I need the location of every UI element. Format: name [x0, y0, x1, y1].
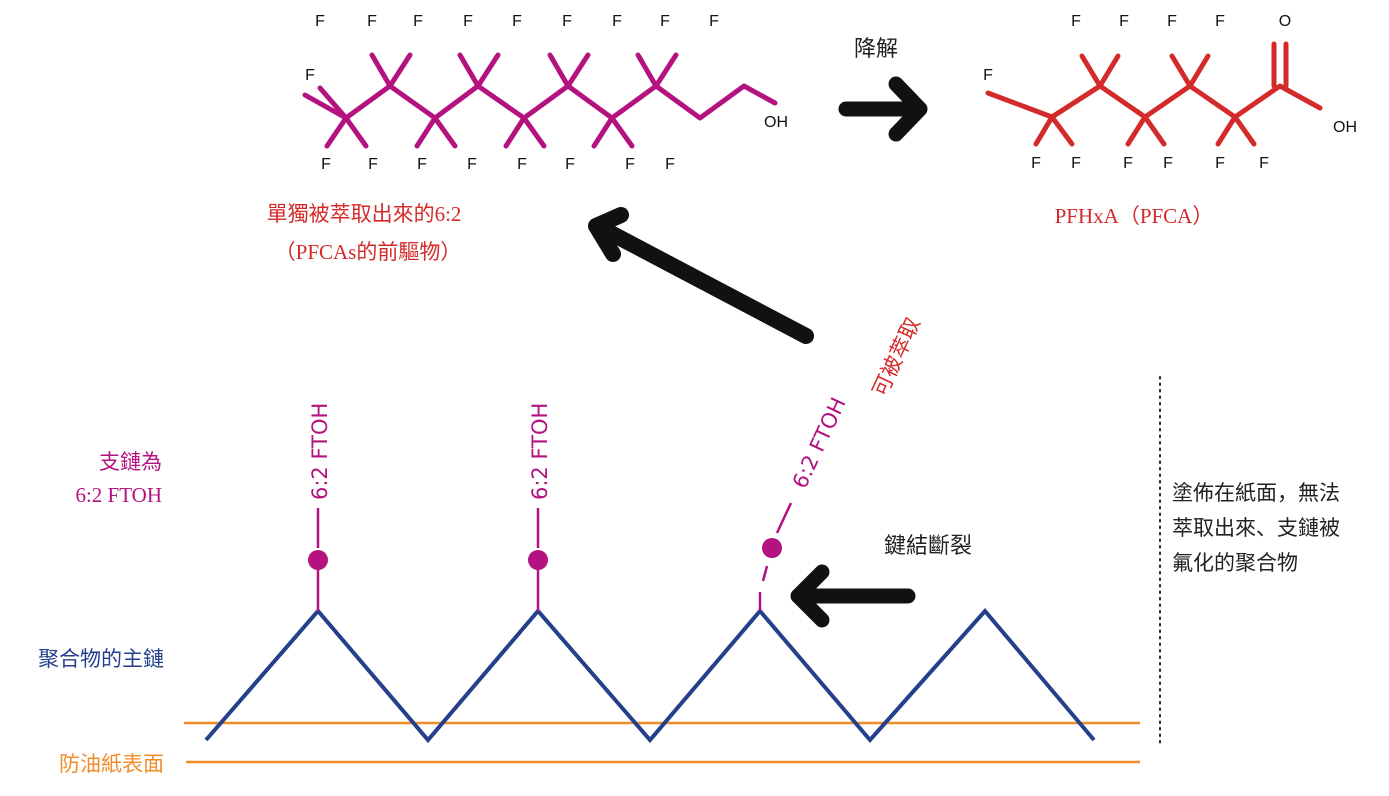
side-chain-caption-line1: 支鏈為 — [99, 450, 162, 474]
atom-f-label: F — [1031, 155, 1041, 172]
ftoh-bond-f — [369, 52, 393, 89]
atom-f-label: F — [1167, 13, 1177, 30]
degrade-label: 降解 — [854, 37, 898, 62]
pfhxa-bond-f — [1232, 114, 1257, 147]
pfhxa-bond-f — [1033, 114, 1055, 147]
atom-f-label: F — [413, 13, 423, 30]
ftoh-bond-f — [521, 115, 547, 149]
atom-f-label: F — [367, 13, 377, 30]
atom-oh-label: OH — [1333, 119, 1357, 136]
pfhxa-bond-f — [1125, 114, 1148, 147]
atom-f-label: F — [417, 156, 427, 173]
ftoh-molecule — [302, 52, 778, 149]
ftoh-bond-f — [324, 115, 349, 149]
ftoh-bond-f — [547, 52, 571, 89]
atom-f-label: F — [1123, 155, 1133, 172]
precursor-caption-line1: 單獨被萃取出來的6:2 — [267, 202, 462, 226]
atom-f-label: F — [512, 13, 522, 30]
atom-f-label: F — [1071, 155, 1081, 172]
ftoh-backbone-bond — [302, 83, 778, 121]
coated-caption-line3: 氟化的聚合物 — [1172, 551, 1298, 575]
degrade-arrow — [838, 76, 928, 142]
pfhxa-bond-f — [1142, 114, 1167, 147]
atom-f-label: F — [1163, 155, 1173, 172]
precursor-caption-line2: （PFCAs的前驅物） — [275, 240, 462, 264]
polymer-backbone — [204, 607, 1096, 744]
atom-f-label: F — [1119, 13, 1129, 30]
atom-f-label: F — [517, 156, 527, 173]
backbone-label: 聚合物的主鏈 — [38, 647, 164, 671]
bond-break-arrow — [790, 564, 916, 628]
atom-f-label: F — [665, 156, 675, 173]
side-chain-node — [528, 550, 548, 570]
bond-break-label: 鍵結斷裂 — [884, 534, 972, 559]
atom-f-label: F — [625, 156, 635, 173]
ftoh-bond-f — [565, 52, 591, 89]
atom-f-label: F — [321, 156, 331, 173]
atom-f-label: F — [1071, 13, 1081, 30]
ftoh-bond-f — [387, 52, 413, 89]
ftoh-side-chain-label: 6:2 FTOH — [788, 394, 851, 492]
atom-f-label: F — [315, 13, 325, 30]
atom-f-label: F — [983, 67, 993, 84]
coated-caption-line1: 塗佈在紙面，無法 — [1172, 481, 1340, 505]
pfhxa-molecule — [985, 41, 1323, 147]
atom-oh-label: OH — [764, 114, 788, 131]
ftoh-bond-f — [457, 52, 481, 89]
atom-f-label: F — [1215, 13, 1225, 30]
atom-o-label: O — [1279, 13, 1291, 30]
side-chain-caption-line2: 6:2 FTOH — [75, 483, 162, 507]
pfhxa-bond-f — [1215, 114, 1238, 147]
atom-f-label: F — [1215, 155, 1225, 172]
ftoh-bond-f — [635, 52, 659, 89]
paper-surface-label: 防油紙表面 — [59, 752, 164, 776]
ftoh-bond-f — [503, 115, 527, 149]
side-chain-node — [308, 550, 328, 570]
pfhxa-bond-f — [1187, 53, 1211, 89]
pfhxa-label: PFHxA（PFCA） — [1055, 204, 1214, 228]
extraction-arrow — [588, 207, 814, 344]
pfhxa-atom-labels: F F F F O F F F F F F F OH — [983, 13, 1357, 172]
atom-f-label: F — [709, 13, 719, 30]
atom-f-label: F — [1259, 155, 1269, 172]
ftoh-bond-f — [343, 115, 369, 149]
atom-f-label: F — [305, 67, 315, 84]
pfhxa-backbone-bond — [985, 83, 1323, 120]
atom-f-label: F — [612, 13, 622, 30]
ftoh-bond-f — [609, 115, 635, 149]
atom-f-label: F — [565, 156, 575, 173]
ftoh-bond-f — [475, 52, 501, 89]
atom-f-label: F — [562, 13, 572, 30]
ftoh-bond-f — [414, 115, 438, 149]
ftoh-bond-f — [432, 115, 458, 149]
atom-f-label: F — [368, 156, 378, 173]
atom-f-label: F — [467, 156, 477, 173]
atom-f-label: F — [463, 13, 473, 30]
side-chain-node — [762, 538, 782, 558]
ftoh-bond-f — [653, 52, 679, 89]
atom-f-label: F — [660, 13, 670, 30]
ftoh-atom-labels: F F F F F F F F F F F F F F F F F F OH — [305, 13, 788, 173]
pfhxa-bond-f — [1097, 53, 1121, 89]
ftoh-side-chain-label: 6:2 FTOH — [308, 403, 332, 500]
ftoh-bond-f — [591, 115, 615, 149]
broken-side-chain — [758, 502, 793, 611]
pfhxa-bond-f — [1079, 53, 1103, 89]
pfhxa-bond-f — [1169, 53, 1193, 89]
ftoh-bond-f — [317, 85, 349, 121]
pfhxa-bond-f — [1049, 114, 1075, 147]
extractable-label: 可被萃取 — [868, 314, 925, 400]
coated-caption-line2: 萃取出來、支鏈被 — [1172, 516, 1340, 540]
ftoh-side-chain-label: 6:2 FTOH — [528, 403, 552, 500]
